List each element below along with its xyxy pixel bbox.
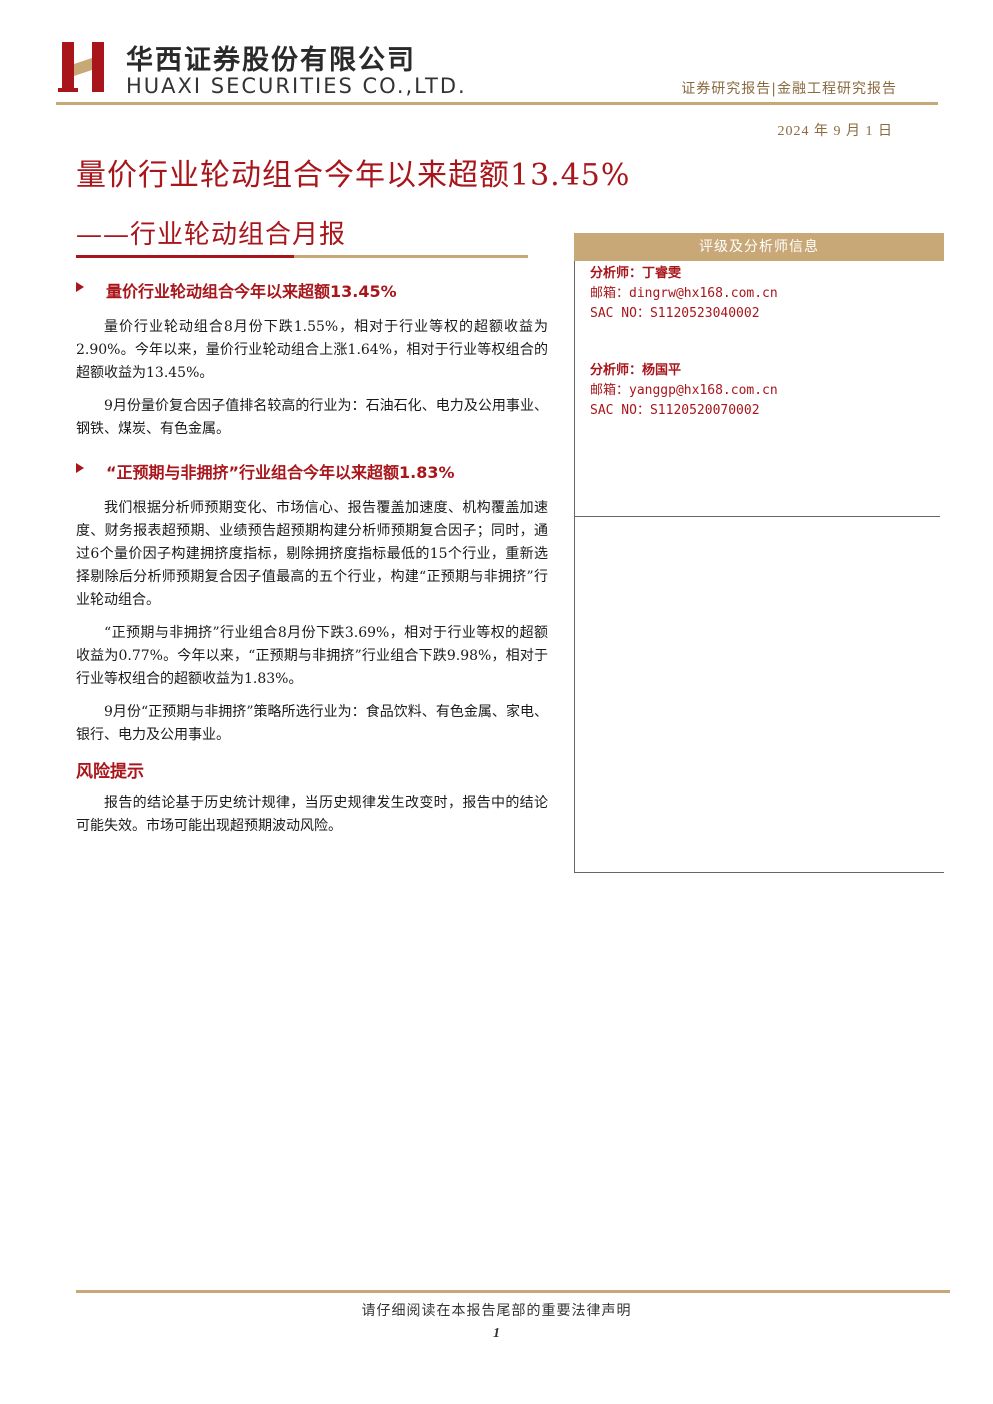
section-heading-text: 量价行业轮动组合今年以来超额13.45% xyxy=(106,282,397,301)
analyst-info-panel: 评级及分析师信息 分析师：丁睿雯 邮箱：dingrw@hx168.com.cn … xyxy=(574,233,944,873)
risk-paragraph: 报告的结论基于历史统计规律，当历史规律发生改变时，报告中的结论可能失效。市场可能… xyxy=(76,795,548,834)
triangle-bullet-icon xyxy=(76,463,84,473)
paragraph: 我们根据分析师预期变化、市场信心、报告覆盖加速度、机构覆盖加速度、财务报表超预期… xyxy=(76,500,548,608)
company-name-cn: 华西证券股份有限公司 xyxy=(126,45,416,76)
analyst-card-1: 分析师：丁睿雯 邮箱：dingrw@hx168.com.cn SAC NO：S1… xyxy=(590,264,930,324)
report-title: 量价行业轮动组合今年以来超额13.45% xyxy=(76,158,631,193)
page-number: 1 xyxy=(493,1326,500,1341)
analyst-card-2: 分析师：杨国平 邮箱：yanggp@hx168.com.cn SAC NO：S1… xyxy=(590,361,930,421)
analyst-panel-header: 评级及分析师信息 xyxy=(574,233,944,261)
report-type-label: 证券研究报告|金融工程研究报告 xyxy=(681,81,897,97)
report-subtitle: ——行业轮动组合月报 xyxy=(76,220,347,250)
analyst-name: 分析师：丁睿雯 xyxy=(590,266,682,281)
report-date: 2024 年 9 月 1 日 xyxy=(777,124,893,139)
panel-divider xyxy=(574,516,940,517)
risk-heading: 风险提示 xyxy=(76,762,144,782)
analyst-email[interactable]: 邮箱：yanggp@hx168.com.cn xyxy=(590,383,778,398)
section-heading-1: 量价行业轮动组合今年以来超额13.45% xyxy=(76,278,548,302)
analyst-sac-no: SAC NO：S1120523040002 xyxy=(590,306,760,321)
analyst-name: 分析师：杨国平 xyxy=(590,363,682,378)
section-heading-text: “正预期与非拥挤”行业组合今年以来超额1.83% xyxy=(106,463,455,482)
huaxi-logo-icon xyxy=(58,42,104,92)
title-divider-accent xyxy=(76,255,294,258)
title-divider xyxy=(76,255,528,258)
paragraph: 量价行业轮动组合8月份下跌1.55%，相对于行业等权的超额收益为2.90%。今年… xyxy=(76,319,548,381)
panel-border xyxy=(574,261,575,873)
paragraph: 9月份量价复合因子值排名较高的行业为：石油石化、电力及公用事业、钢铁、煤炭、有色… xyxy=(76,398,548,437)
paragraph: “正预期与非拥挤”行业组合8月份下跌3.69%，相对于行业等权的超额收益为0.7… xyxy=(76,625,548,687)
paragraph: 9月份“正预期与非拥挤”策略所选行业为：食品饮料、有色金属、家电、银行、电力及公… xyxy=(76,704,548,743)
summary-column: 量价行业轮动组合今年以来超额13.45% 量价行业轮动组合8月份下跌1.55%，… xyxy=(76,278,548,848)
analyst-sac-no: SAC NO：S1120520070002 xyxy=(590,403,760,418)
triangle-bullet-icon xyxy=(76,282,84,292)
panel-border xyxy=(574,872,944,873)
footer-divider xyxy=(76,1290,950,1293)
legal-notice: 请仔细阅读在本报告尾部的重要法律声明 xyxy=(361,1303,632,1319)
company-name-en: HUAXI SECURITIES CO.,LTD. xyxy=(126,74,467,98)
company-logo-block: 华西证券股份有限公司 HUAXI SECURITIES CO.,LTD. xyxy=(58,30,465,102)
header-divider xyxy=(56,102,938,105)
section-heading-2: “正预期与非拥挤”行业组合今年以来超额1.83% xyxy=(76,459,548,483)
analyst-email[interactable]: 邮箱：dingrw@hx168.com.cn xyxy=(590,286,778,301)
